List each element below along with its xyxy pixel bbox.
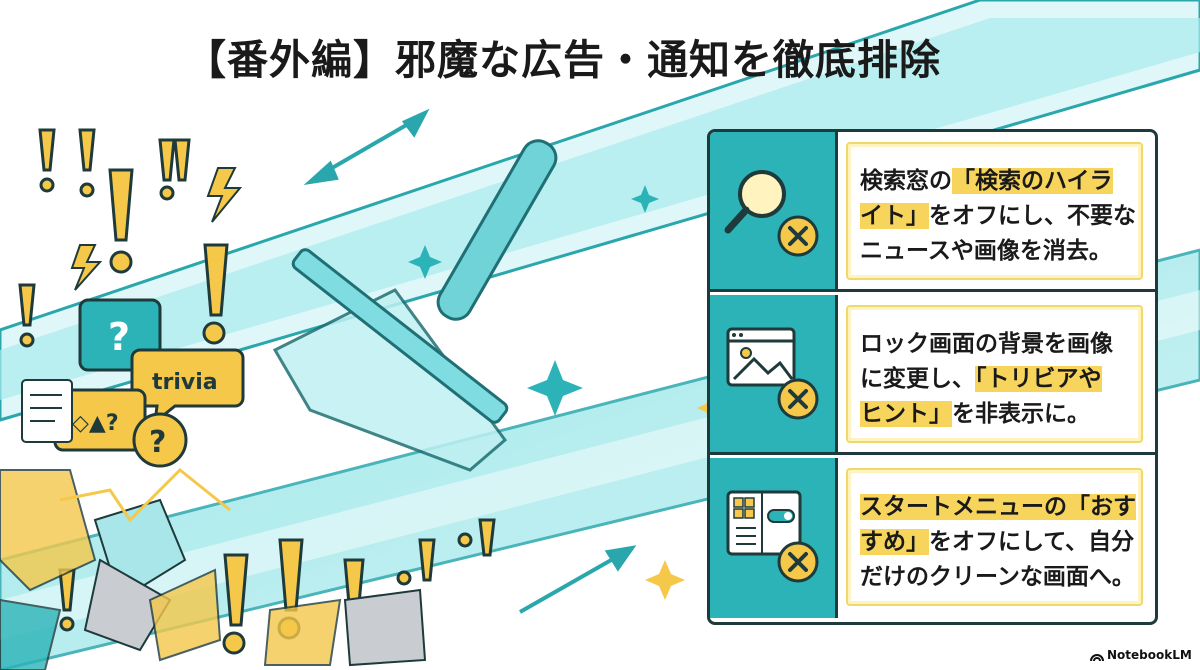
start-menu-x-icon	[726, 490, 819, 583]
watermark-label: NotebookLM	[1107, 648, 1192, 662]
tip-text-segment: 検索窓の	[860, 168, 952, 194]
magnifier-x-icon	[724, 170, 819, 257]
tip-highlight: ヒント」	[860, 401, 952, 427]
tip-line: に変更し、「トリビアや	[860, 362, 1129, 397]
tip-highlight: スタートメニューの「おす	[860, 494, 1136, 520]
tip-line: イト」をオフにし、不要な	[860, 199, 1136, 234]
tip-line: ロック画面の背景を画像	[860, 331, 1113, 357]
speech-bubble-question-icon: ?	[132, 412, 188, 468]
tip-lockscreen: ロック画面の背景を画像 に変更し、「トリビアや ヒント」を非表示に。	[710, 295, 1155, 455]
tip-highlight: すめ」	[860, 529, 929, 555]
tip-text-segment: をオフにし、不要な	[929, 203, 1136, 229]
bubble-word-label: trivia	[152, 370, 218, 395]
tip-search-highlight: 検索窓の「検索のハイラ イト」をオフにし、不要な ニュースや画像を消去。	[710, 132, 1155, 292]
arrow-icon	[519, 545, 637, 614]
tip-highlight: 「検索のハイラ	[952, 168, 1113, 194]
svg-text:◇▲?: ◇▲?	[72, 411, 119, 436]
tip-text: ロック画面の背景を画像 に変更し、「トリビアや ヒント」を非表示に。	[846, 305, 1143, 443]
tip-text-segment: をオフにして、自分	[929, 529, 1135, 555]
speech-bubble-trivia-icon: trivia	[130, 348, 245, 426]
tip-line: スタートメニューの「おす	[860, 490, 1136, 525]
tip-line: ヒント」を非表示に。	[860, 397, 1129, 432]
tip-text-segment: を非表示に。	[952, 401, 1090, 427]
tip-text-segment: に変更し、	[860, 366, 975, 392]
tip-line: ニュースや画像を消去。	[860, 238, 1112, 264]
svg-text:?: ?	[149, 425, 166, 460]
tip-text: 検索窓の「検索のハイラ イト」をオフにし、不要な ニュースや画像を消去。	[846, 142, 1143, 280]
double-arrow-icon	[303, 108, 430, 185]
lockscreen-image-x-icon	[726, 327, 819, 420]
page-title: 【番外編】邪魔な広告・通知を徹底排除	[185, 36, 941, 84]
tip-icon-column	[710, 458, 838, 618]
lightning-icon	[70, 167, 243, 291]
tip-highlight: イト」	[860, 203, 929, 229]
tip-highlight: 「トリビアや	[975, 366, 1102, 392]
tip-line: だけのクリーンな画面へ。	[860, 564, 1135, 590]
tip-text: スタートメニューの「おす すめ」をオフにして、自分 だけのクリーンな画面へ。	[846, 468, 1143, 606]
document-icon	[21, 379, 73, 443]
tip-line: すめ」をオフにして、自分	[860, 525, 1134, 560]
tip-start-menu: スタートメニューの「おす すめ」をオフにして、自分 だけのクリーンな画面へ。	[710, 458, 1155, 618]
tips-panel: 検索窓の「検索のハイラ イト」をオフにし、不要な ニュースや画像を消去。 ロック…	[707, 129, 1158, 625]
notebooklm-watermark: NotebookLM	[1090, 644, 1194, 666]
notebooklm-logo-icon	[1090, 653, 1104, 661]
squeegee-icon	[272, 139, 558, 472]
shattered-pieces	[0, 467, 427, 670]
tip-line: 検索窓の「検索のハイラ	[860, 164, 1129, 199]
tip-icon-column	[710, 295, 838, 452]
diagonal-band-upper-inner	[0, 18, 1200, 400]
tip-icon-column	[710, 132, 838, 289]
svg-text:?: ?	[108, 315, 130, 359]
